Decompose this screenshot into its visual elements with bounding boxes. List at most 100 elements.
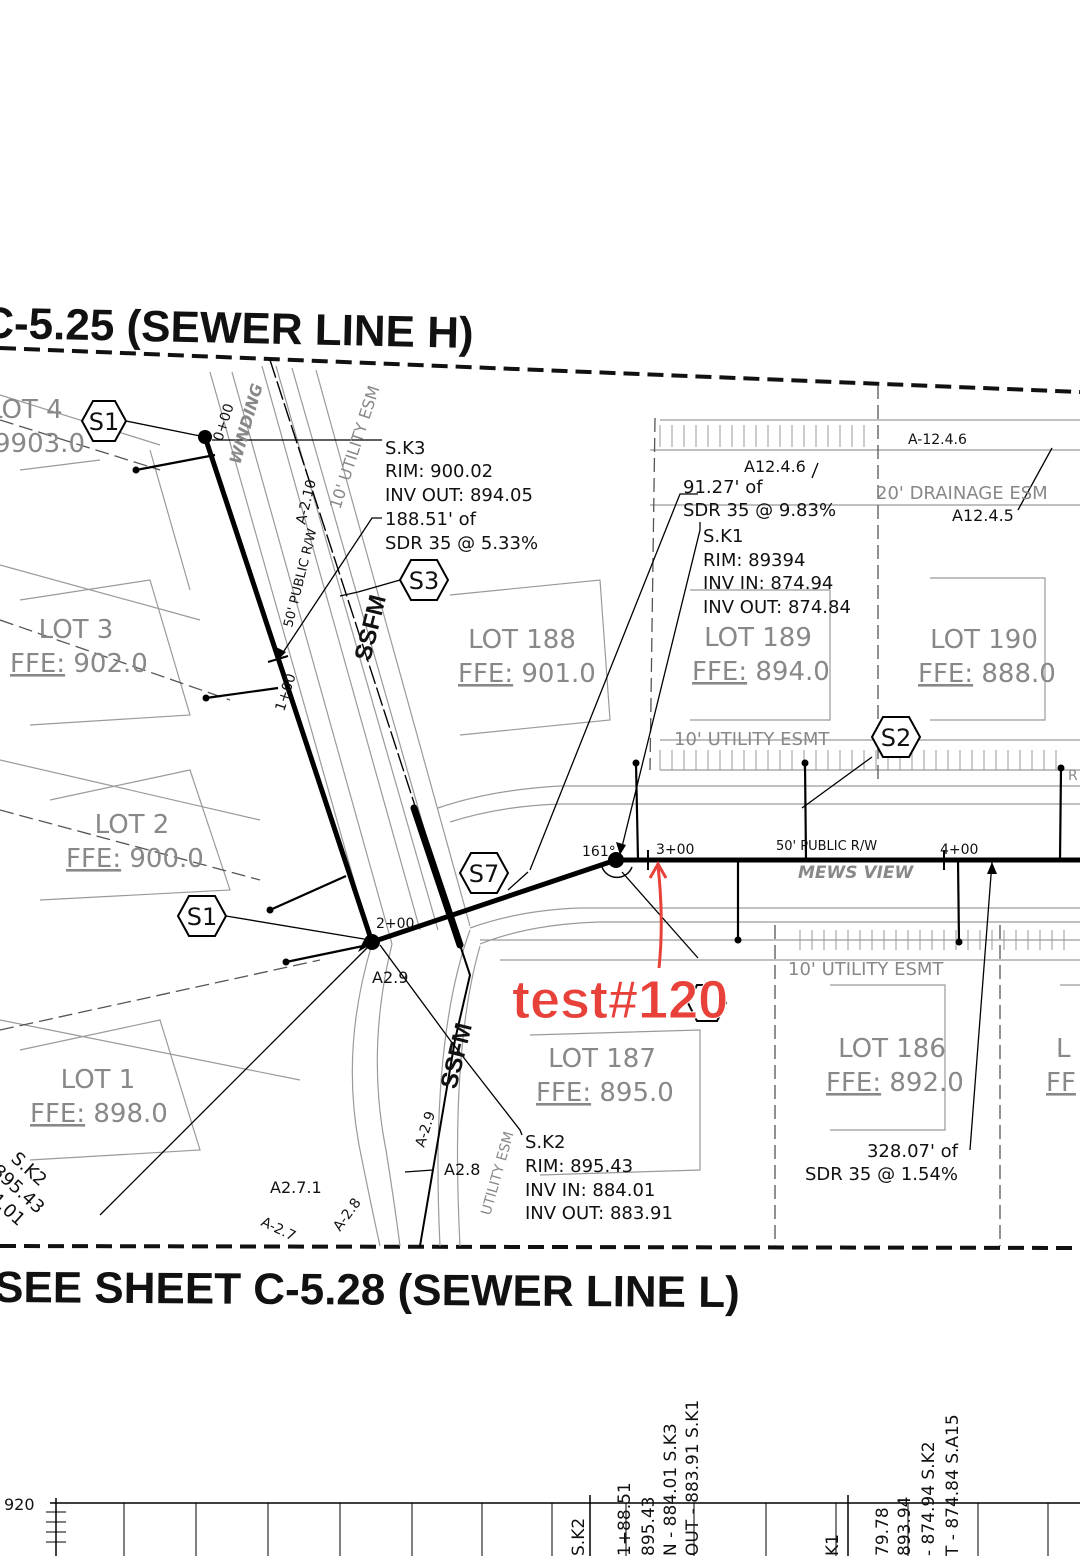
bottom-match-line <box>0 1244 1080 1250</box>
svg-text:RIM: 900.02: RIM: 900.02 <box>385 461 493 482</box>
svg-text:893.94: 893.94 <box>895 1497 915 1556</box>
ssfm-label-north: SSFM <box>350 592 392 663</box>
svg-text:S2: S2 <box>881 724 912 752</box>
lot-185-edge: L FF <box>1046 1034 1076 1098</box>
svg-text:LOT 3: LOT 3 <box>39 615 114 645</box>
svg-text:N - 884.01 S.K3: N - 884.01 S.K3 <box>661 1423 681 1556</box>
utility-esmt-bottom: 10' UTILITY ESMT <box>788 959 944 980</box>
svg-text:INV OUT: 874.84: INV OUT: 874.84 <box>703 597 851 618</box>
lot-190: LOT 190 FFE: 888.0 <box>918 625 1056 689</box>
sk2-callout: S.K2 RIM: 895.43 INV IN: 884.01 INV OUT:… <box>525 1132 673 1224</box>
svg-text:FFE: 900.0: FFE: 900.0 <box>66 844 204 874</box>
hex-s2: S2 <box>870 716 922 758</box>
top-match-line <box>0 346 1080 394</box>
lot-188: LOT 188 FFE: 901.0 <box>458 625 596 689</box>
svg-text:A-2.8: A-2.8 <box>330 1195 364 1234</box>
svg-text:S7: S7 <box>469 860 500 888</box>
svg-text:A12.4.5: A12.4.5 <box>952 506 1014 525</box>
svg-text:- 874.94 S.K2: - 874.94 S.K2 <box>919 1441 939 1556</box>
hex-s-hidden <box>686 984 728 1022</box>
row-west: 50' PUBLIC R/W <box>281 527 320 629</box>
hex-s1-bottom: S1 <box>176 895 228 937</box>
sk2-cut-callout: S.K2 895.43 884.01 <box>0 1148 51 1230</box>
svg-text:FFE: 895.0: FFE: 895.0 <box>536 1078 674 1108</box>
svg-text:T - 874.84 S.A15: T - 874.84 S.A15 <box>943 1414 963 1556</box>
svg-text:S1: S1 <box>89 408 120 436</box>
svg-text:FFE: 894.0: FFE: 894.0 <box>692 657 830 687</box>
bottom-match-title: SEE SHEET C-5.28 (SEWER LINE L) <box>0 1263 740 1317</box>
station-ticks <box>267 655 945 870</box>
lot-1: LOT 1 FFE: 898.0 <box>30 1065 168 1129</box>
svg-text:2+00: 2+00 <box>376 916 414 932</box>
svg-text:LOT 2: LOT 2 <box>95 810 170 840</box>
svg-text:LOT 4: LOT 4 <box>0 395 63 425</box>
svg-text:FFE: 902.0: FFE: 902.0 <box>10 649 148 679</box>
svg-text:895.43: 895.43 <box>639 1497 659 1556</box>
svg-text:S.K2: S.K2 <box>569 1518 589 1556</box>
service-laterals <box>135 453 1063 964</box>
top-match-title: C-5.25 (SEWER LINE H) <box>0 299 474 358</box>
svg-text:INV IN: 874.94: INV IN: 874.94 <box>703 573 833 594</box>
svg-text:79.78: 79.78 <box>873 1507 893 1556</box>
svg-text:188.51' of: 188.51' of <box>385 509 477 530</box>
lot-3: LOT 3 FFE: 902.0 <box>10 615 148 679</box>
svg-text:INV IN: 884.01: INV IN: 884.01 <box>525 1180 655 1201</box>
svg-text:K1: K1 <box>823 1534 843 1556</box>
svg-text:S.K3: S.K3 <box>385 438 425 459</box>
svg-text:FFE: 898.0: FFE: 898.0 <box>30 1099 168 1129</box>
svg-text:9903.0: 9903.0 <box>0 429 85 459</box>
r-label: R <box>1068 768 1078 784</box>
svg-text:LOT 190: LOT 190 <box>930 625 1038 655</box>
svg-text:328.07' of: 328.07' of <box>867 1141 959 1162</box>
svg-text:LOT 188: LOT 188 <box>468 625 576 655</box>
svg-text:RIM: 89394: RIM: 89394 <box>703 550 805 571</box>
svg-text:L: L <box>1056 1034 1071 1064</box>
svg-text:4+00: 4+00 <box>940 842 978 858</box>
leader-arrows <box>276 647 997 952</box>
svg-text:SDR 35 @ 5.33%: SDR 35 @ 5.33% <box>385 533 538 554</box>
hex-s7: S7 <box>458 852 510 894</box>
drainage-esmt: 20' DRAINAGE ESM <box>876 483 1048 504</box>
svg-text:1+88.51: 1+88.51 <box>615 1482 635 1556</box>
lot-boundaries <box>0 385 1001 1246</box>
svg-text:S.K1: S.K1 <box>703 526 743 547</box>
lot-187: LOT 187 FFE: 895.0 <box>536 1044 674 1108</box>
alignment-labels: A-12.4.6 A12.4.6 A12.4.5 A-2.10 A2.9 A-2… <box>258 432 1014 1245</box>
svg-text:OUT - 883.91 S.K1: OUT - 883.91 S.K1 <box>683 1400 703 1556</box>
svg-text:S1: S1 <box>187 903 218 931</box>
utility-esmt-side: 10' UTILITY ESM <box>326 383 384 511</box>
svg-text:FFE: 888.0: FFE: 888.0 <box>918 659 1056 689</box>
red-annotation: test#120 <box>512 860 729 1031</box>
svg-text:FFE: 901.0: FFE: 901.0 <box>458 659 596 689</box>
sk3-callout: S.K3 RIM: 900.02 INV OUT: 894.05 188.51'… <box>385 438 538 554</box>
svg-text:A2.8: A2.8 <box>444 1160 480 1179</box>
svg-text:FF: FF <box>1046 1068 1076 1098</box>
svg-text:A2.9: A2.9 <box>372 968 408 987</box>
svg-text:LOT 186: LOT 186 <box>838 1034 946 1064</box>
utility-esmt-top: 10' UTILITY ESMT <box>674 729 830 750</box>
utility-esmt-side2: UTILITY ESM <box>478 1130 517 1217</box>
lateral-ends <box>132 466 1065 966</box>
svg-text:FFE: 892.0: FFE: 892.0 <box>826 1068 964 1098</box>
profile-elevation: 920 <box>4 1495 35 1514</box>
svg-text:SDR 35 @ 9.83%: SDR 35 @ 9.83% <box>683 500 836 521</box>
svg-text:91.27' of: 91.27' of <box>683 477 763 498</box>
svg-text:3+00: 3+00 <box>656 842 694 858</box>
svg-text:RIM: 895.43: RIM: 895.43 <box>525 1156 633 1177</box>
svg-text:LOT 189: LOT 189 <box>704 623 812 653</box>
lot-4: LOT 4 9903.0 <box>0 395 85 459</box>
sewer-mains <box>202 359 1080 1247</box>
leader-lines <box>99 420 1053 1216</box>
svg-text:A-2.7: A-2.7 <box>258 1214 298 1244</box>
svg-text:SDR 35 @ 1.54%: SDR 35 @ 1.54% <box>805 1164 958 1185</box>
row-mews: 50' PUBLIC R/W <box>776 839 877 854</box>
street-mews-view: MEWS VIEW <box>798 863 915 883</box>
sk1-callout: 91.27' of SDR 35 @ 9.83% S.K1 RIM: 89394… <box>683 477 851 618</box>
run-callout: 328.07' of SDR 35 @ 1.54% <box>805 1141 959 1185</box>
lot-186: LOT 186 FFE: 892.0 <box>826 1034 964 1098</box>
angle-label: 161° <box>582 844 616 860</box>
hex-s1-top: S1 <box>80 400 128 442</box>
lot-189: LOT 189 FFE: 894.0 <box>692 623 830 687</box>
svg-text:S3: S3 <box>409 567 440 595</box>
